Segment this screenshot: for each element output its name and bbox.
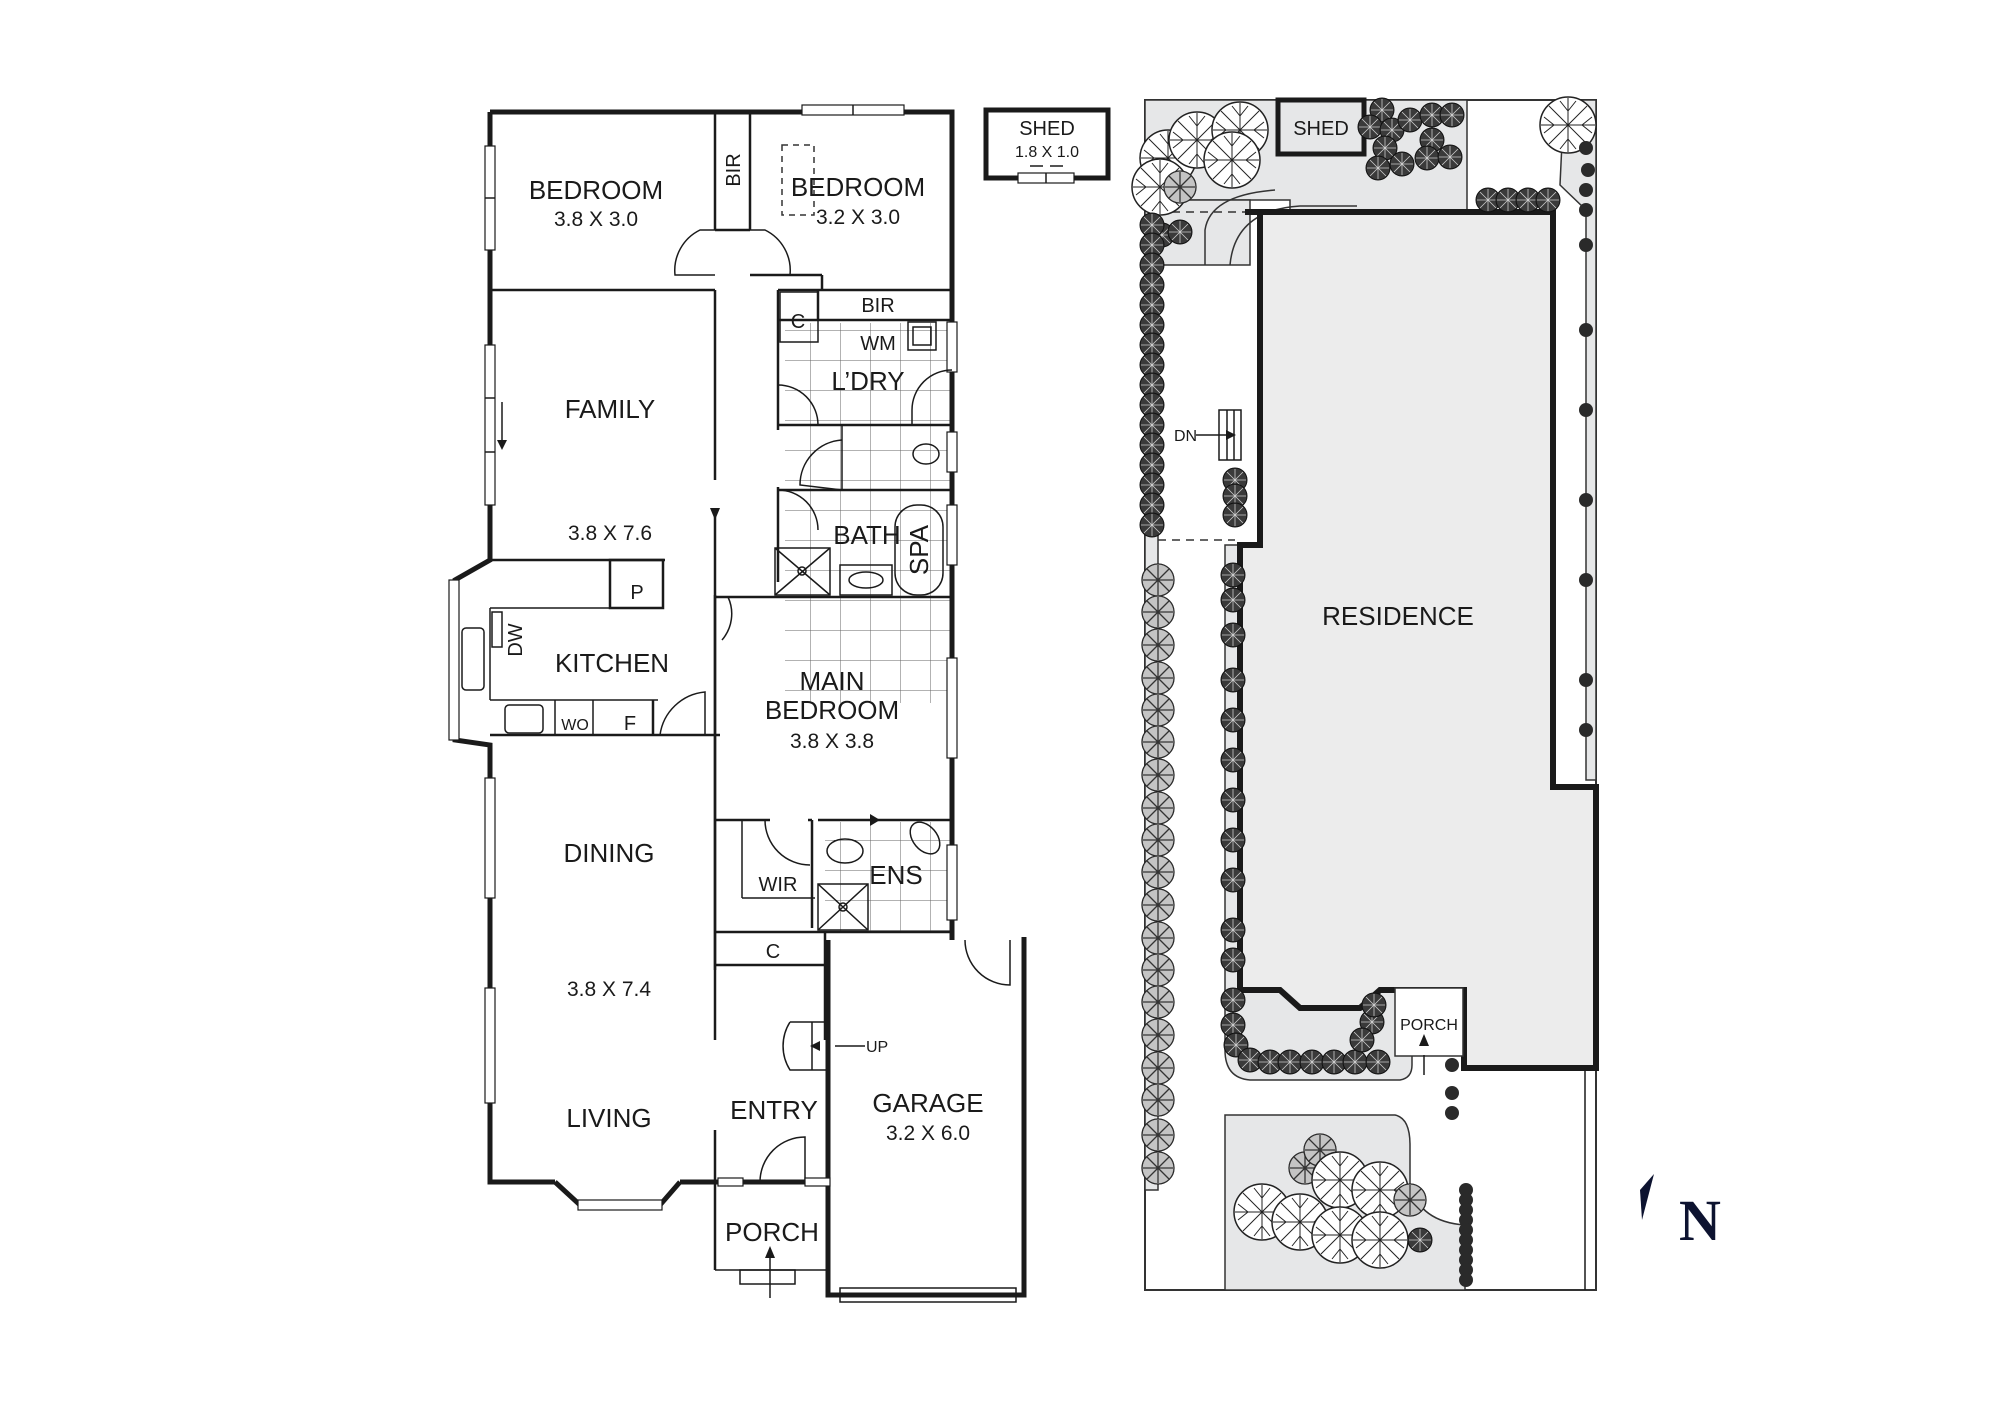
cupboard2-label: C <box>766 941 780 963</box>
residence-label: RESIDENCE <box>1322 601 1474 631</box>
bir2-label: BIR <box>861 295 894 317</box>
site-shed-label: SHED <box>1293 118 1349 140</box>
bedroom2-size: 3.8 X 3.0 <box>554 208 638 231</box>
house-floor-plan <box>448 104 1027 1303</box>
pantry-label: P <box>630 582 643 604</box>
bedroom3-label: BEDROOM <box>791 172 925 202</box>
family-size: 3.8 X 7.6 <box>568 522 652 545</box>
family-label: FAMILY <box>565 394 656 424</box>
shed-title: SHED <box>1019 118 1075 140</box>
dining-label: DINING <box>564 838 655 868</box>
fridge-label: F <box>624 713 636 735</box>
main-bedroom-label-1: MAIN <box>800 666 865 696</box>
bedroom2-label: BEDROOM <box>529 175 663 205</box>
bath-label: BATH <box>833 520 900 550</box>
north-compass: N <box>1640 1174 1721 1253</box>
room-labels: BEDROOM 3.8 X 3.0 BEDROOM 3.2 X 3.0 BIR … <box>505 118 1474 1247</box>
ensuite-label: ENS <box>869 860 922 890</box>
entry-label: ENTRY <box>730 1095 818 1125</box>
laundry-label: L’DRY <box>831 366 904 396</box>
north-arrow-icon <box>1640 1174 1654 1220</box>
main-bedroom-label-2: BEDROOM <box>765 695 899 725</box>
dw-label: DW <box>505 623 527 656</box>
garage-label: GARAGE <box>872 1088 983 1118</box>
bir1-label: BIR <box>723 153 745 186</box>
spa-label: SPA <box>904 524 934 575</box>
dining-living-size: 3.8 X 7.4 <box>567 978 651 1001</box>
shed-size: 1.8 X 1.0 <box>1015 144 1079 161</box>
wm-label: WM <box>860 333 896 355</box>
up-label: UP <box>866 1039 888 1056</box>
site-plan <box>1131 96 1599 1291</box>
bedroom3-size: 3.2 X 3.0 <box>816 206 900 229</box>
garage-size: 3.2 X 6.0 <box>886 1122 970 1145</box>
wo-label: WO <box>561 717 589 734</box>
site-porch-label: PORCH <box>1400 1017 1458 1034</box>
living-label: LIVING <box>566 1103 651 1133</box>
cupboard1-label: C <box>791 311 805 333</box>
main-bedroom-size: 3.8 X 3.8 <box>790 730 874 753</box>
north-label: N <box>1679 1188 1721 1253</box>
stairs-down-label: DN <box>1174 428 1197 445</box>
kitchen-label: KITCHEN <box>555 648 669 678</box>
porch-label: PORCH <box>725 1217 819 1247</box>
wir-label: WIR <box>759 874 798 896</box>
shed-plan <box>983 107 1111 184</box>
